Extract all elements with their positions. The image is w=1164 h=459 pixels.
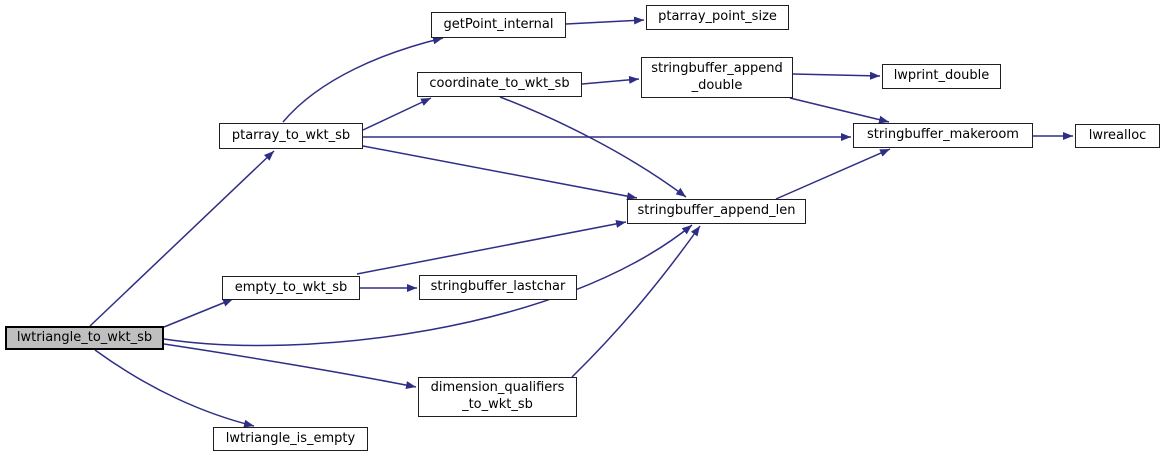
graph-node-getPoint_internal[interactable]: getPoint_internal	[431, 12, 566, 38]
edge-empty_to_wkt_sb-to-stringbuffer_append_len	[356, 219, 627, 275]
edge-lwtriangle_to_wkt_sb-to-stringbuffer_append_len	[163, 224, 693, 347]
node-label: ptarray_point_size	[658, 9, 777, 25]
node-label: _to_wkt_sb	[462, 397, 533, 412]
graph-node-lwprint_double[interactable]: lwprint_double	[882, 64, 1001, 89]
node-label: ptarray_to_wkt_sb	[231, 127, 351, 143]
graph-node-lwrealloc[interactable]: lwrealloc	[1075, 124, 1160, 148]
node-label: stringbuffer_lastchar	[430, 279, 566, 295]
graph-node-stringbuffer_append_double[interactable]: stringbuffer_append_double	[641, 57, 793, 98]
node-label: coordinate_to_wkt_sb	[429, 76, 570, 92]
node-label: empty_to_wkt_sb	[234, 279, 348, 295]
node-label: stringbuffer_makeroom	[867, 127, 1019, 143]
node-label: lwprint_double	[893, 68, 990, 84]
graph-node-dimension_qualifiers_to_wkt_sb[interactable]: dimension_qualifiers_to_wkt_sb	[418, 377, 577, 417]
edge-stringbuffer_append_double-to-stringbuffer_makeroom	[789, 97, 890, 124]
node-label: stringbuffer_append	[651, 60, 783, 76]
edge-lwtriangle_to_wkt_sb-to-dimension_qualifiers_to_wkt_sb	[163, 343, 417, 389]
graph-node-ptarray_to_wkt_sb[interactable]: ptarray_to_wkt_sb	[219, 123, 363, 149]
graph-node-ptarray_point_size[interactable]: ptarray_point_size	[646, 5, 789, 30]
edge-coordinate_to_wkt_sb-to-stringbuffer_append_double	[581, 75, 640, 85]
graph-node-coordinate_to_wkt_sb[interactable]: coordinate_to_wkt_sb	[417, 72, 582, 97]
node-label: dimension_qualifiers	[430, 380, 565, 396]
edge-lwtriangle_to_wkt_sb-to-lwtriangle_is_empty	[94, 349, 255, 428]
graph-node-empty_to_wkt_sb[interactable]: empty_to_wkt_sb	[222, 276, 360, 300]
node-label: stringbuffer_append_len	[637, 203, 796, 219]
node-label: lwrealloc	[1088, 127, 1147, 143]
graph-node-lwtriangle_is_empty[interactable]: lwtriangle_is_empty	[213, 427, 368, 451]
edge-stringbuffer_append_len-to-stringbuffer_makeroom	[775, 148, 891, 200]
edge-stringbuffer_append_double-to-lwprint_double	[792, 71, 881, 80]
graph-node-lwtriangle_to_wkt_sb: lwtriangle_to_wkt_sb	[5, 326, 164, 350]
graph-node-stringbuffer_append_len[interactable]: stringbuffer_append_len	[627, 199, 806, 224]
node-label: getPoint_internal	[443, 16, 554, 32]
edge-ptarray_to_wkt_sb-to-getPoint_internal	[282, 36, 444, 123]
node-label: lwtriangle_to_wkt_sb	[16, 329, 153, 345]
edge-getPoint_internal-to-ptarray_point_size	[565, 16, 645, 25]
edge-ptarray_to_wkt_sb-to-coordinate_to_wkt_sb	[362, 97, 432, 131]
edge-dimension_qualifiers_to_wkt_sb-to-stringbuffer_append_len	[571, 225, 701, 378]
edge-coordinate_to_wkt_sb-to-stringbuffer_append_len	[499, 96, 687, 198]
graph-node-stringbuffer_lastchar[interactable]: stringbuffer_lastchar	[419, 275, 577, 300]
graph-node-stringbuffer_makeroom[interactable]: stringbuffer_makeroom	[853, 123, 1033, 148]
edge-ptarray_to_wkt_sb-to-stringbuffer_append_len	[362, 145, 638, 201]
node-label: lwtriangle_is_empty	[225, 430, 356, 446]
node-label: _double	[691, 77, 743, 93]
edge-lwtriangle_to_wkt_sb-to-ptarray_to_wkt_sb	[89, 150, 275, 327]
edge-lwtriangle_to_wkt_sb-to-empty_to_wkt_sb	[163, 298, 234, 328]
